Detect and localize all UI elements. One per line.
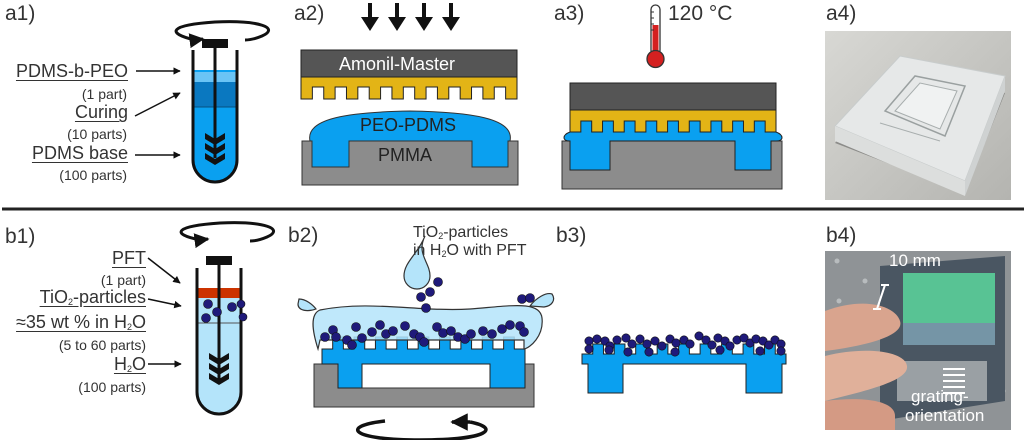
- particle: [320, 332, 330, 342]
- thermometer-icon: [646, 4, 665, 69]
- particle: [438, 328, 448, 338]
- particle: [416, 292, 426, 302]
- particle: [725, 341, 735, 351]
- a3-imprint-stack: [561, 82, 783, 190]
- label-grating-line1: grating-: [911, 387, 969, 406]
- particle: [685, 339, 695, 349]
- particle: [627, 339, 637, 349]
- label-tio2-qty: (5 to 60 parts): [58, 337, 146, 353]
- label-pdms-b-peo-qty: (1 part): [81, 86, 127, 102]
- label-peo-pdms: PEO-PDMS: [360, 115, 457, 135]
- particle: [764, 340, 774, 350]
- label-temperature: 120 °C: [668, 2, 733, 25]
- particle: [701, 335, 711, 345]
- panel-label-b2: b2): [288, 224, 319, 247]
- particle: [739, 333, 749, 343]
- panel-label-b1: b1): [5, 225, 36, 248]
- particle: [604, 345, 614, 355]
- label-h2o: H2O: [113, 354, 146, 374]
- particle: [715, 345, 725, 355]
- particle: [517, 294, 527, 304]
- particle: [357, 333, 367, 343]
- particle: [621, 333, 631, 343]
- label-scale-bar: 10 mm: [889, 251, 941, 270]
- label-pmma: PMMA: [378, 145, 432, 165]
- b4-device-photo: 10 mm grating- orientation: [825, 251, 1011, 430]
- particle: [755, 346, 765, 356]
- b2-spin-coating: [297, 235, 555, 440]
- particle: [635, 334, 645, 344]
- label-curing: Curing: [74, 102, 128, 122]
- panel-label-a1: a1): [5, 2, 36, 25]
- particle: [505, 320, 515, 330]
- particle: [657, 341, 667, 351]
- b1-mixing-tube: [179, 221, 275, 416]
- particle: [425, 287, 435, 297]
- particle: [623, 347, 633, 357]
- a1-pointer-arrows: [134, 67, 181, 159]
- a2-press-arrows: [361, 3, 460, 31]
- particle: [388, 326, 398, 336]
- label-droplet-line1: TiO2-particles: [413, 224, 509, 241]
- a4-stamp-photo: [825, 31, 1011, 200]
- label-grating-line2: orientation: [905, 406, 985, 425]
- particle: [584, 336, 594, 346]
- particle: [671, 338, 681, 348]
- particle: [525, 293, 535, 303]
- particle: [432, 322, 442, 332]
- label-tio2-particles: TiO2-particles: [39, 287, 146, 307]
- particle: [694, 331, 704, 341]
- particle: [367, 327, 377, 337]
- label-concentration: ≈35 wt % in H2O: [16, 312, 146, 332]
- particle: [612, 335, 622, 345]
- particle: [642, 339, 652, 349]
- label-pdms-base-qty: (100 parts): [59, 167, 127, 183]
- particle: [644, 347, 654, 357]
- particle: [419, 337, 429, 347]
- particle: [584, 344, 594, 354]
- label-pft-qty: (1 part): [100, 272, 146, 288]
- label-droplet-line2: in H2O with PFT: [413, 242, 527, 259]
- particle: [650, 336, 660, 346]
- particle: [670, 347, 680, 357]
- particle: [400, 321, 410, 331]
- panel-label-a2: a2): [294, 2, 325, 25]
- particle: [497, 324, 507, 334]
- label-h2o-qty: (100 parts): [78, 379, 146, 395]
- particle: [466, 329, 476, 339]
- panel-label-b3: b3): [556, 224, 587, 247]
- particle: [375, 320, 385, 330]
- particle: [433, 277, 443, 287]
- particle: [446, 326, 456, 336]
- label-pft: PFT: [112, 248, 146, 268]
- panel-label-b4: b4): [826, 224, 857, 247]
- a1-mixing-tube: [174, 20, 270, 184]
- a2-pmma-substrate: [301, 110, 519, 186]
- particle: [331, 332, 341, 342]
- particle: [519, 327, 529, 337]
- label-amonil-master: Amonil-Master: [339, 54, 456, 74]
- particle: [478, 326, 488, 336]
- particle: [421, 303, 431, 313]
- particle: [776, 346, 786, 356]
- particle: [487, 329, 497, 339]
- particle: [592, 334, 602, 344]
- label-pdms-b-peo: PDMS-b-PEO: [15, 61, 128, 81]
- label-pdms-base: PDMS base: [31, 143, 128, 163]
- b1-pointer-arrows: [147, 257, 182, 368]
- panel-label-a4: a4): [826, 2, 857, 25]
- label-curing-qty: (10 parts): [67, 126, 127, 142]
- particle: [707, 340, 717, 350]
- particle: [351, 322, 361, 332]
- a2-amonil-master: [300, 49, 518, 100]
- panel-label-a3: a3): [554, 2, 585, 25]
- particle: [347, 340, 357, 350]
- b3-coated-stamp: [581, 331, 787, 394]
